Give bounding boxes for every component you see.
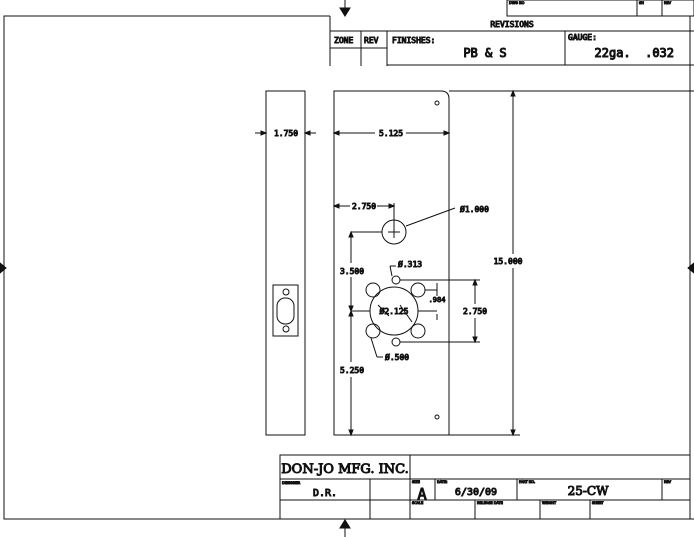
part-no-label: PART NO. [519, 480, 535, 484]
side-lock-plate [272, 284, 299, 337]
designer-value: D.R. [313, 488, 337, 499]
center-dimensions [348, 230, 480, 437]
zone-label: ZONE [334, 36, 353, 45]
date-value: 6/30/09 [455, 487, 497, 498]
date-label: DATE: [437, 480, 447, 484]
bolt-hole-dia-label: Ø.500 [385, 352, 409, 362]
screw-spacing-label: 2.750 [463, 307, 487, 316]
plate-width-dimension [332, 130, 451, 136]
small-hole-dia-label: Ø.313 [398, 259, 422, 269]
bottom-center-arrow-icon [339, 519, 351, 537]
side-width-dimension [255, 130, 316, 136]
company-name: DON-JO MFG. INC. [281, 462, 409, 477]
side-width-label: 1.750 [274, 129, 298, 138]
sh-label: SH [639, 1, 644, 5]
part-no-value: 25-CW [568, 484, 610, 498]
bottom-to-center-label: 5.250 [340, 366, 364, 375]
title-rev-label: REV [664, 480, 672, 484]
mount-hole-bottom [434, 414, 440, 420]
hole-offset-dimension [332, 203, 396, 226]
rev-column-label: REV [364, 36, 379, 45]
scale-label: SCALE [412, 501, 423, 505]
rev-header-label: REV [664, 1, 672, 5]
size-value: A [417, 485, 426, 503]
mount-hole-top [434, 100, 440, 106]
top-to-center-label: 3.500 [340, 267, 364, 276]
sheet-label: SHEET [592, 501, 604, 505]
revisions-title: REVISIONS [490, 20, 534, 29]
hole-offset-label: 2.750 [352, 202, 376, 211]
side-view-part [265, 90, 306, 436]
left-center-arrow-icon [0, 262, 7, 274]
title-block [279, 454, 690, 519]
plate-width-label: 5.125 [379, 129, 403, 138]
big-hole-leader [405, 207, 456, 227]
plate-height-label: 15.000 [494, 257, 523, 266]
offset-984-label: .984 [429, 296, 446, 304]
front-plate-outline [333, 90, 450, 436]
top-center-arrow-icon [339, 0, 351, 17]
release-date-label: RELEASE DATE [477, 501, 503, 505]
right-center-arrow-icon [687, 262, 694, 274]
dwg-no-label: DWG NO [509, 1, 525, 5]
finishes-label: FINISHES: [392, 36, 435, 45]
size-label: SIZE [412, 480, 420, 484]
weight-label: WEIGHT [542, 501, 557, 505]
lock-dia-label: Ø2.125 [380, 306, 409, 316]
revisions-block [329, 0, 694, 66]
gauge-label: GAUGE: [568, 33, 597, 42]
plate-height-dimension [449, 89, 694, 437]
designer-label: DESIGNER [282, 481, 301, 485]
big-hole-dia-label: Ø1.000 [460, 204, 489, 214]
gauge-value: 22ga. .032 [595, 46, 674, 60]
finishes-value: PB & S [463, 46, 506, 60]
